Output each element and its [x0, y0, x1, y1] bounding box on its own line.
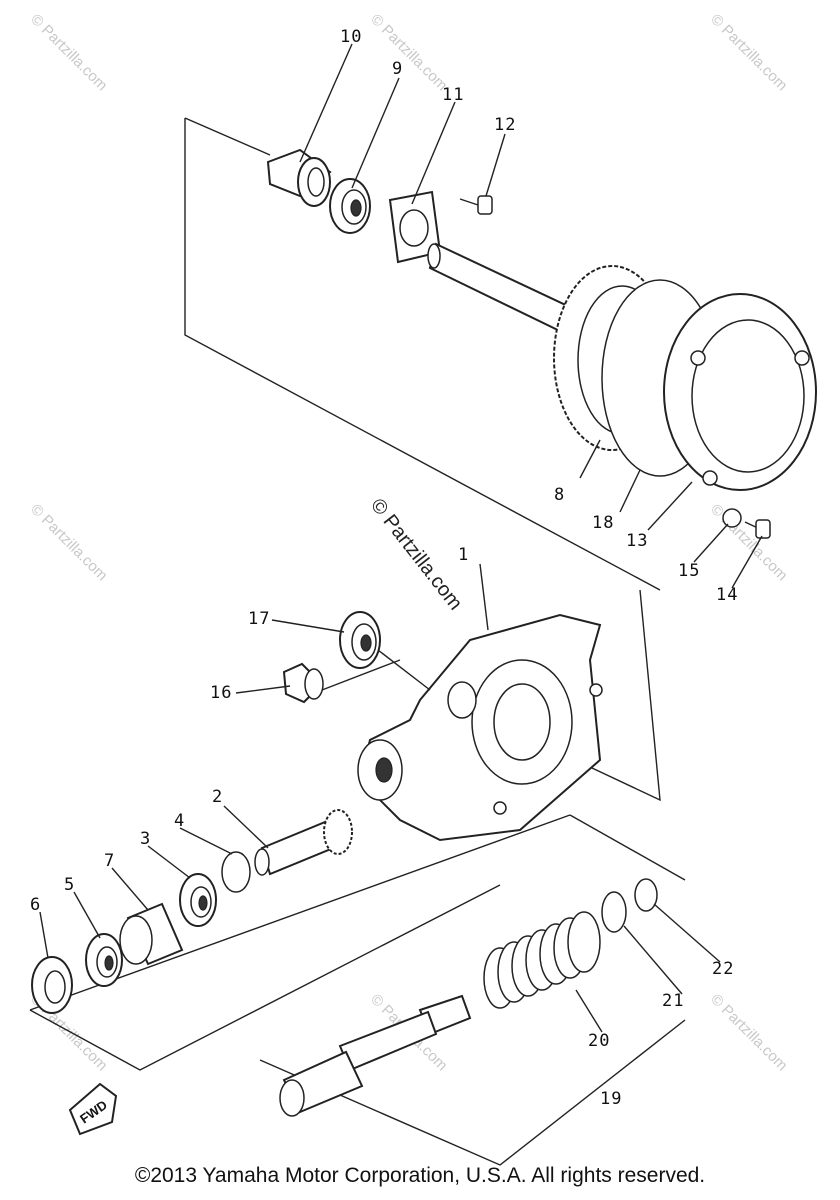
housing-group-outline — [574, 589, 661, 802]
part-label-7: 7 — [104, 851, 115, 871]
copyright-notice: ©2013 Yamaha Motor Corporation, U.S.A. A… — [134, 1164, 706, 1187]
part-label-14: 14 — [716, 585, 738, 605]
part-label-4: 4 — [174, 811, 185, 831]
part-label-18: 18 — [592, 513, 614, 533]
part-label-20: 20 — [588, 1031, 610, 1051]
part-number-labels: 1 2 3 4 5 6 7 8 9 10 11 12 13 14 15 16 1… — [30, 27, 738, 1109]
upper-assembly — [266, 148, 817, 539]
bearing-part-3 — [179, 873, 217, 927]
part-label-21: 21 — [662, 991, 684, 1011]
part-label-8: 8 — [554, 485, 565, 505]
lower-group-outline — [569, 814, 686, 881]
bearing-part-17 — [339, 611, 431, 691]
part-label-5: 5 — [64, 875, 75, 895]
watermark: © Partzilla.com — [367, 11, 450, 94]
part-label-12: 12 — [494, 115, 516, 135]
lower-right-parts — [279, 878, 658, 1117]
ring-part-4 — [221, 851, 251, 893]
part-label-2: 2 — [212, 787, 223, 807]
upper-group-outline — [184, 117, 271, 156]
part-label-17: 17 — [248, 609, 270, 629]
lower-group-outline — [29, 814, 571, 1011]
gear-housing-part-1 — [357, 613, 603, 842]
cover-part-13 — [663, 293, 817, 491]
sleeve-part-7 — [119, 902, 184, 966]
lower-group-outline — [29, 884, 501, 1071]
pinion-part-2 — [254, 809, 353, 876]
part-label-1: 1 — [458, 545, 469, 565]
part-label-13: 13 — [626, 531, 648, 551]
watermark: © Partzilla.com — [27, 11, 110, 94]
part-label-15: 15 — [678, 561, 700, 581]
upper-group-outline — [184, 118, 661, 591]
leader-lines — [39, 43, 763, 1033]
watermark: © Partzilla.com — [707, 991, 790, 1074]
watermark: © Partzilla.com — [707, 501, 790, 584]
shaft-part-19 — [279, 994, 472, 1117]
collar-part-10 — [266, 148, 332, 207]
washer-part-15 — [722, 508, 742, 528]
bearing-part-5 — [85, 933, 123, 987]
watermark: © Partzilla.com — [27, 501, 110, 584]
watermark: © Partzilla.com — [707, 11, 790, 94]
assembly-outlines — [29, 117, 686, 1166]
part-label-19: 19 — [600, 1089, 622, 1109]
spring-part-20 — [483, 911, 601, 1009]
bolt-part-12 — [459, 195, 493, 215]
part-label-16: 16 — [210, 683, 232, 703]
watermark-center: © Partzilla.com — [366, 495, 466, 615]
part-label-11: 11 — [442, 85, 464, 105]
part-label-9: 9 — [392, 59, 403, 79]
part-label-10: 10 — [340, 27, 362, 47]
part-label-6: 6 — [30, 895, 41, 915]
forward-arrow-icon: FWD — [68, 1082, 118, 1136]
bearing-part-9 — [329, 178, 371, 234]
lower-left-parts — [31, 809, 353, 1014]
washer-part-21 — [601, 891, 627, 933]
part-label-22: 22 — [712, 959, 734, 979]
collar-part-16 — [282, 659, 401, 704]
part-label-3: 3 — [140, 829, 151, 849]
seal-part-6 — [31, 956, 73, 1014]
clip-part-22 — [634, 878, 658, 912]
bolt-part-14 — [744, 519, 771, 539]
